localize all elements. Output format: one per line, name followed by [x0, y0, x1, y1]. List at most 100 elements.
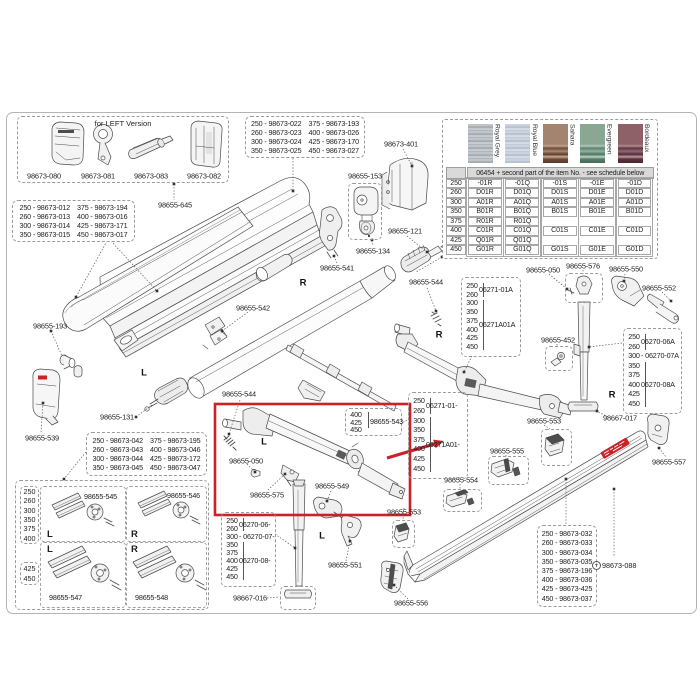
leg-holder-drawing-shape [629, 289, 641, 297]
leader-line-4 [402, 148, 413, 167]
leg-left-codes-bracket [242, 541, 244, 580]
arm-right-codes-code-06271A01A: 06271A01A [479, 320, 516, 330]
schedule-cell-leadbar-6: 425 - 98673-425 [541, 584, 593, 594]
highlight-arrow-head [433, 439, 444, 449]
part-label-hanger-bracket: 98655-551 [328, 560, 362, 570]
cover-cap-left-part-shape [395, 522, 410, 533]
size-value-260: 260 [23, 496, 36, 506]
schedule-cell-leadbar-3: 350 - 98673-035 [541, 556, 593, 566]
part-label-knob-left: 98655-050 [229, 456, 263, 466]
leader-line-12 [63, 451, 87, 480]
letter-lid-left: L [141, 367, 147, 379]
schedule-cell-case-0-1: 375 - 98673-193 [308, 118, 360, 128]
fabric-code-4-7: G01D [617, 245, 652, 255]
fabric-swatch-0 [468, 123, 493, 163]
part-label-leg-clevis-left: 98655-575 [250, 490, 284, 500]
motor-drawing-shape [356, 194, 368, 206]
leg-top-drawing-shape [567, 287, 575, 295]
right-leg-drawing [567, 301, 599, 412]
roller-tube-drawing [187, 265, 396, 399]
extra-part-number: 98673-088 [602, 561, 637, 570]
part-label-leadbar-endcap: 98655-557 [652, 457, 686, 467]
case-bracket-right-drawing-shape [326, 214, 334, 222]
leadbar-bracket-part-shape [386, 568, 390, 572]
leg-handle-drawing-shape [655, 303, 680, 324]
bracket-kit-size-450: 450 [350, 424, 362, 434]
fabric-column-box-4 [615, 177, 654, 257]
schedule-cell-lid-0-1: 375 - 98673-194 [77, 202, 128, 212]
profile-kit-drawings-shape-shape [47, 545, 92, 579]
arm-left-codes-size-300: 300 [413, 415, 425, 425]
leg-left-codes-size-260: 260 [226, 523, 238, 533]
profile-kit-drawings-shape-shape [91, 508, 99, 516]
leader-dot-10 [41, 401, 45, 405]
case-bracket-right-drawing-shape [326, 249, 339, 259]
part-label-spring-left: 98655-544 [222, 389, 256, 399]
fabric-name-4: Bordeaux [643, 124, 651, 153]
leader-dot-11 [134, 415, 138, 419]
end-bracket-right-drawing-shape [386, 180, 390, 184]
end-bracket-right-drawing-shape [386, 190, 390, 194]
profile-kit-letter-2: L [47, 544, 53, 555]
leg-left-codes-size-425: 425 [226, 564, 238, 574]
schedule-cell-leadbar-0: 250 - 98673-032 [541, 529, 593, 539]
leader-line-35 [415, 256, 443, 273]
leader-dot-5 [370, 238, 374, 242]
hook-part-drawing [550, 352, 565, 367]
part-label-cap-left: 98655-193 [33, 321, 67, 331]
leg-left-codes-size-375: 375 [226, 548, 238, 558]
roller-end-right-drawing [400, 243, 447, 273]
fabric-table-corner [446, 167, 466, 179]
part-label-leg-holder: 98655-550 [609, 264, 643, 274]
schedule-cell-case-3-1: 450 - 98673-027 [308, 146, 360, 156]
part-label-spring-right: 98655-544 [409, 277, 443, 287]
fiamma-logo-leadbar [600, 437, 630, 459]
letter-case-right: R [299, 277, 307, 289]
letter-arm-right: R [435, 329, 443, 341]
arm-right-codes-size-250: 250 [466, 280, 478, 290]
part-label-leg-handle: 98655-552 [642, 283, 676, 293]
cover-cap-right-part-shape [548, 442, 561, 453]
leader-dot-13 [227, 432, 231, 436]
fabric-code-3-1: D01E [580, 188, 614, 198]
leg-handle-drawing-shape [673, 315, 679, 321]
schedule-cell-lid-2-0: 300 - 98673-014 [19, 221, 70, 230]
part-label-end-bracket-right: 98673-401 [384, 139, 418, 149]
profile-kit-label-1: 98655-546 [167, 491, 201, 500]
fabric-size-375: 375 [446, 216, 466, 227]
cap-kit-554-part-shape [449, 496, 463, 502]
roller-core-drawing-shape [147, 398, 159, 409]
leg-right-codes-size-425: 425 [628, 389, 640, 399]
letter-leg-right: R [608, 389, 616, 401]
cap-kit-555-part-shape [512, 466, 521, 477]
plus-icon: + [592, 561, 601, 570]
part-label-leg-top-kit: 98655-576 [566, 261, 600, 271]
arm-right-codes-bracket [482, 282, 484, 297]
case-bracket-mid-drawing-shape [204, 316, 226, 336]
leader-dot-29 [622, 279, 626, 283]
lead-bar-drawing [403, 430, 649, 583]
leg-left-codes-size-300: 300 [226, 531, 238, 541]
cap-left-drawing [59, 354, 76, 370]
leader-dot-27 [612, 487, 616, 491]
left-leg-drawing [284, 479, 312, 599]
leader-dot-6 [425, 250, 429, 254]
schedule-cell-case-1-0: 260 - 98673-023 [250, 127, 302, 137]
fabric-size-350: 350 [446, 207, 466, 217]
schedule-cell-case-1-1: 400 - 98673-026 [308, 127, 360, 137]
fabric-name-3: Evergreen [605, 124, 613, 155]
arm-left-codes-size-250: 250 [413, 396, 425, 406]
profile-kit-letter-1: R [131, 529, 138, 540]
leg-right-codes-code-06270-08A: 06270-08A [641, 379, 675, 389]
fabric-code-2-3: B01S [542, 207, 577, 217]
fabric-size-300: 300 [446, 197, 466, 208]
arm-left-codes-code-06271A01-: 06271A01- [426, 439, 460, 449]
leg-left-codes-code-06270-07-: - 06270-07- [239, 531, 275, 541]
schedule-cell-leadbar-7: 450 - 98673-037 [541, 593, 593, 603]
leader-line-6 [406, 235, 428, 253]
fabric-column-box-3 [578, 177, 616, 257]
leader-dot-28 [657, 446, 661, 450]
motor-drawing-shape [363, 225, 369, 231]
